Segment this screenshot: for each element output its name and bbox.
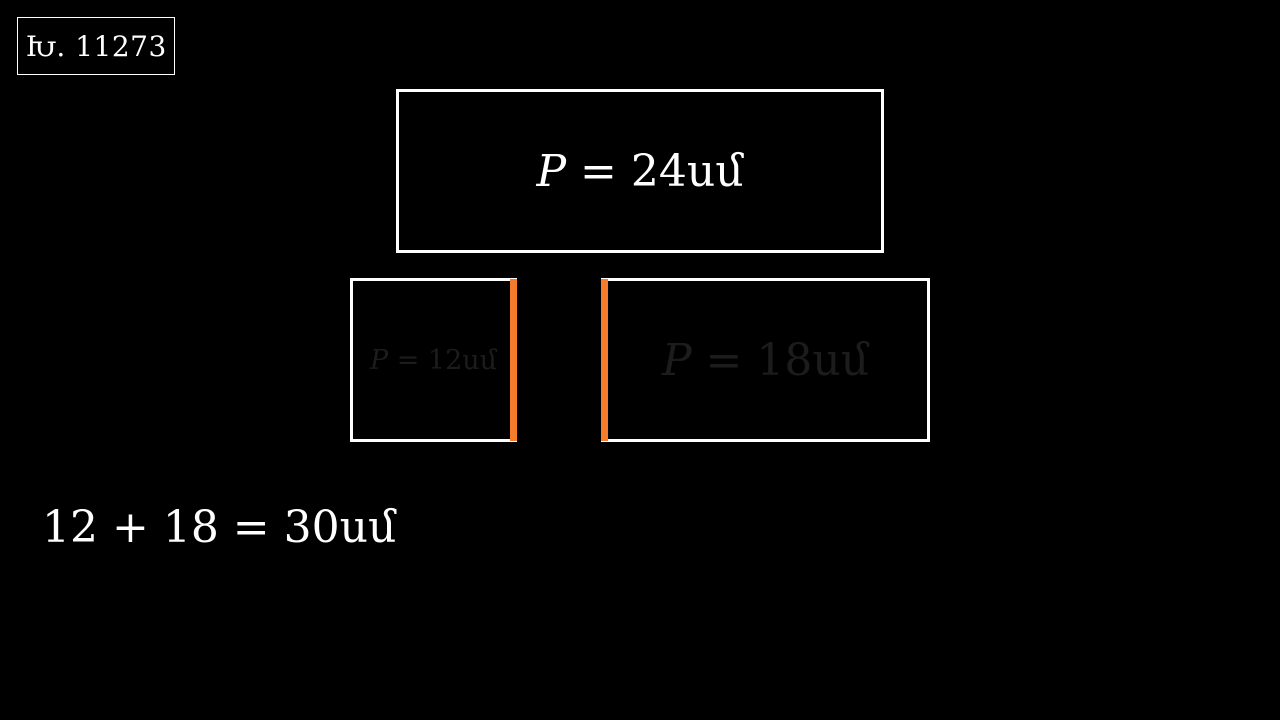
perimeter-variable: P	[369, 344, 389, 376]
perimeter-variable: P	[536, 145, 567, 197]
right-rectangle: P = 18սմ	[601, 278, 930, 442]
problem-id-text: Խ. 11273	[25, 29, 167, 63]
left-shared-edge-highlight	[510, 279, 517, 441]
sum-equation: 12 + 18 = 30սմ	[42, 502, 397, 553]
combined-perimeter-label: P = 24սմ	[536, 146, 743, 197]
left-perimeter-value: = 12սմ	[388, 344, 498, 376]
perimeter-variable: P	[661, 334, 692, 386]
right-perimeter-label: P = 18սմ	[662, 335, 869, 386]
left-rectangle: P = 12սմ	[350, 278, 517, 442]
left-perimeter-label: P = 12սմ	[370, 345, 497, 376]
right-perimeter-value: = 18սմ	[691, 334, 870, 386]
problem-id-badge: Խ. 11273	[17, 17, 175, 75]
right-shared-edge-highlight	[601, 279, 608, 441]
combined-perimeter-value: = 24սմ	[566, 145, 744, 197]
combined-rectangle: P = 24սմ	[396, 89, 884, 253]
